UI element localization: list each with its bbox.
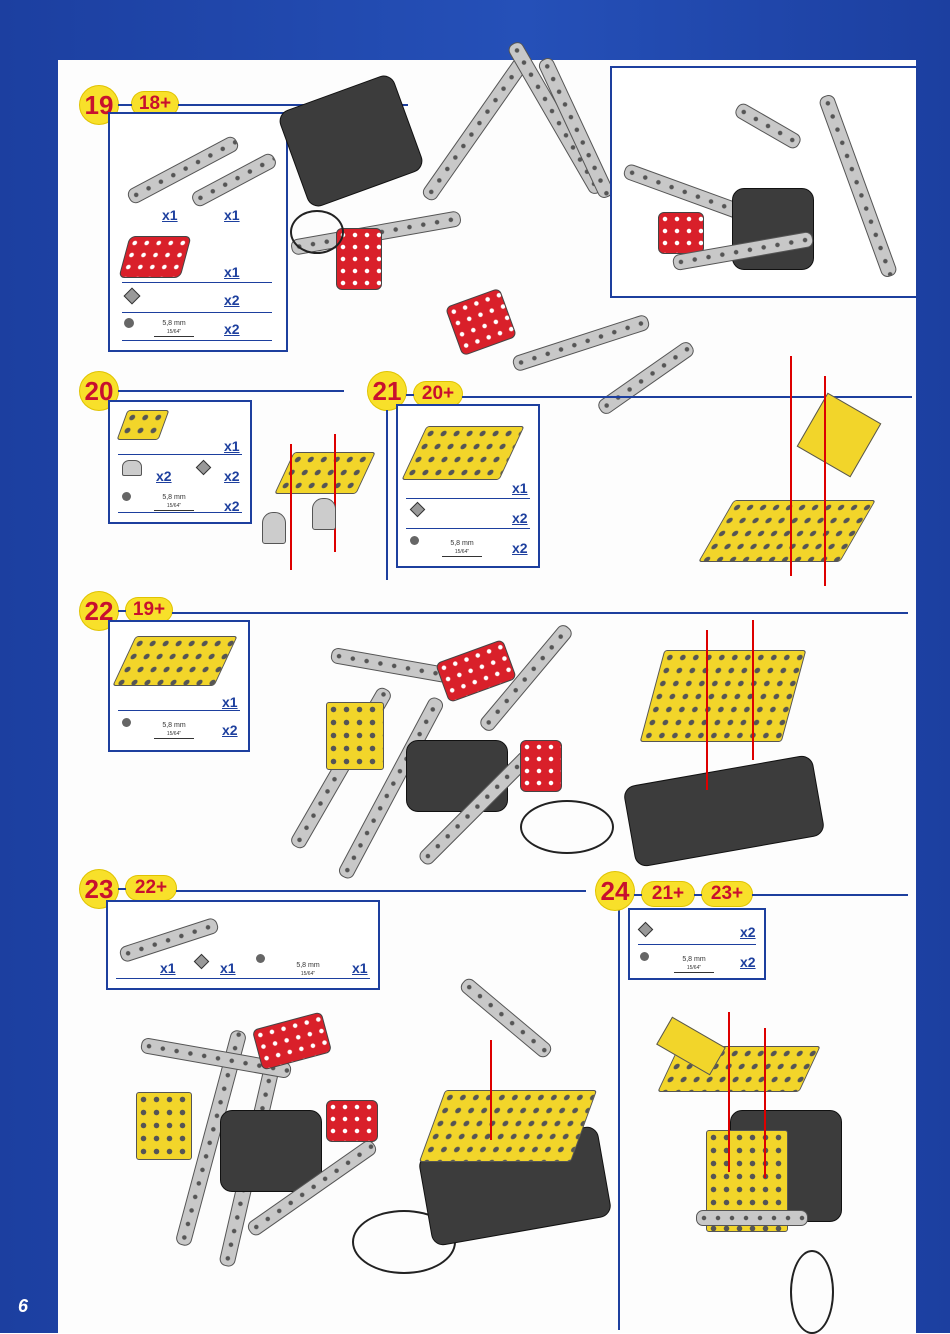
step-22-ref: 19+: [126, 598, 172, 622]
nut-icon: [638, 922, 654, 938]
page-number: 6: [18, 1296, 28, 1317]
yellow-plate-part: [117, 410, 170, 440]
step-24-ref-a: 21+: [642, 882, 694, 906]
screw-icon: [122, 718, 131, 727]
nut-icon: [194, 954, 210, 970]
step-21-ref: 20+: [414, 382, 462, 406]
step-23-ref: 22+: [126, 876, 176, 900]
step-19-detail-box: [610, 66, 918, 298]
screw-icon: [410, 536, 419, 545]
screw-icon: [640, 952, 649, 961]
strip-part: [125, 134, 240, 205]
yellow-plate-part: [401, 426, 524, 480]
nut-icon: [124, 288, 141, 305]
screw-icon: [122, 492, 131, 501]
flanged-plate-part: [112, 636, 237, 686]
step-19-rule: [118, 104, 132, 106]
nut-icon: [196, 460, 212, 476]
screw-icon: [256, 954, 265, 963]
step-24-number: 24: [596, 872, 634, 910]
nut-icon: [410, 502, 426, 518]
screw-icon: [124, 318, 134, 328]
bracket-icon: [122, 460, 142, 476]
red-plate-part: [118, 236, 191, 278]
step-24-ref-b: 23+: [702, 882, 752, 906]
